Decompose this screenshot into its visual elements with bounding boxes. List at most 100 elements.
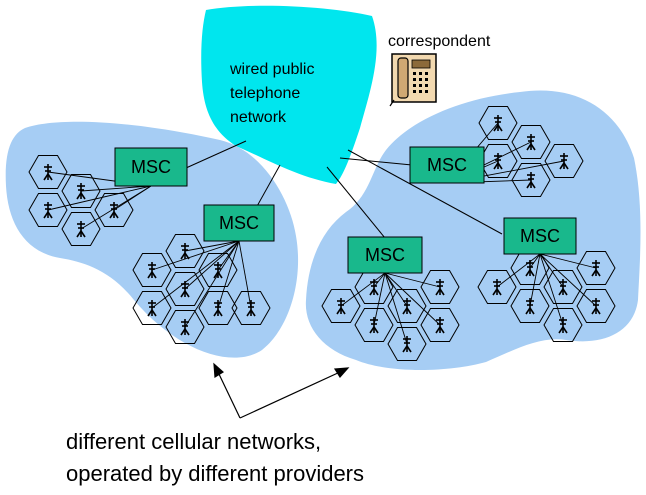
cell-tower-icon	[492, 279, 502, 296]
cell-tower-icon	[525, 298, 535, 315]
msc-box	[409, 146, 485, 184]
hexagon-cell	[198, 253, 238, 287]
cell-tower-icon	[402, 336, 412, 353]
cell-tower-icon	[493, 153, 503, 170]
msc-tower-link	[151, 240, 240, 271]
msc-tower-link	[340, 272, 386, 307]
msc-box	[114, 147, 188, 187]
cell-tower-icon	[109, 202, 119, 219]
cell-tower-icon	[147, 262, 157, 279]
hexagon-cell	[132, 291, 172, 325]
hexagon-cell	[61, 212, 101, 246]
cell-tower-icon	[402, 298, 412, 315]
caption-line-1: different cellular networks,	[66, 429, 321, 454]
msc-tower-link	[539, 253, 597, 269]
pstn-cloud	[201, 5, 377, 185]
msc-node: MSC	[409, 146, 485, 184]
msc-tower-link	[184, 240, 240, 290]
cell-towers	[43, 115, 601, 353]
cell-tower-icon	[336, 298, 346, 315]
cell-tower-icon	[591, 298, 601, 315]
hexagon-cell	[321, 289, 361, 323]
cell-tower-icon	[526, 134, 536, 151]
msc-label: MSC	[219, 213, 259, 233]
msc-tower-link	[151, 240, 240, 309]
pstn-label-line-3: network	[230, 109, 287, 126]
hexagon-cell	[544, 144, 584, 178]
caption-arrows	[213, 362, 350, 419]
hexagon-cell	[165, 310, 205, 344]
msc-tower-link	[47, 185, 152, 211]
msc-tower-link	[80, 185, 152, 192]
hexagon-cell	[94, 193, 134, 227]
msc-tower-link	[384, 272, 441, 326]
cell-tower-icon	[369, 317, 379, 334]
pstn-label-line-2: telephone	[230, 85, 300, 102]
msc-box	[347, 236, 423, 274]
hexagon-cell	[576, 289, 616, 323]
cell-tower-icon	[180, 281, 190, 298]
msc-tower-link	[373, 272, 386, 326]
cell-tower-icon	[76, 183, 86, 200]
msc-nodes: MSC MSC MSC MSC MSC	[114, 146, 577, 274]
cell-tower-icon	[591, 260, 601, 277]
msc-tower-link	[238, 240, 252, 309]
cell-tower-icon	[559, 153, 569, 170]
cell-tower-icon	[180, 319, 190, 336]
cell-tower-icon	[246, 300, 256, 317]
hexagon-cell	[28, 193, 68, 227]
msc-tower-link	[217, 240, 240, 309]
cell-tower-icon	[43, 164, 53, 181]
msc-label: MSC	[427, 155, 467, 175]
hexagon-cell	[28, 155, 68, 189]
hexagon-cell	[477, 270, 517, 304]
cell-tower-icon	[213, 262, 223, 279]
hexagon-cell	[510, 289, 550, 323]
hexagon-cell	[543, 270, 583, 304]
hexagon-cell	[165, 272, 205, 306]
hexagon-cell	[165, 234, 205, 268]
cell-tower-icon	[213, 300, 223, 317]
hexagon-cell	[420, 270, 460, 304]
msc-tower-links	[47, 122, 597, 345]
hexagon-cell	[61, 174, 101, 208]
pstn-label-line-1: wired public	[229, 61, 314, 78]
cell-tower-icon	[493, 115, 503, 132]
cell-tower-icon	[435, 317, 445, 334]
hexagon-cell	[387, 327, 427, 361]
msc-box	[503, 217, 577, 255]
cell-tower-icon	[525, 260, 535, 277]
hexagon-cell	[231, 291, 271, 325]
msc-label: MSC	[131, 157, 171, 177]
msc-tower-link	[496, 253, 541, 288]
msc-label: MSC	[520, 226, 560, 246]
cell-tower-icon	[76, 221, 86, 238]
msc-node: MSC	[347, 236, 423, 274]
hexagon-cell	[511, 163, 551, 197]
right-cellular-region	[305, 90, 641, 370]
msc-tower-link	[184, 240, 240, 252]
hexagon-cell	[420, 308, 460, 342]
cell-tower-icon	[147, 300, 157, 317]
cell-tower-icon	[435, 279, 445, 296]
msc-node: MSC	[203, 204, 275, 242]
hexagon-cell	[478, 106, 518, 140]
hexagon-cell	[543, 308, 583, 342]
hexagon-cell	[198, 291, 238, 325]
msc-label: MSC	[365, 245, 405, 265]
hexagon-cell	[511, 125, 551, 159]
msc-tower-link	[384, 272, 408, 345]
msc-tower-link	[184, 240, 240, 328]
hexagon-cell	[132, 253, 172, 287]
cell-tower-icon	[180, 243, 190, 260]
msc-tower-link	[113, 185, 152, 211]
msc-box	[203, 204, 275, 242]
cell-tower-icon	[369, 279, 379, 296]
msc-tower-link	[373, 272, 386, 288]
cell-tower-icon	[43, 202, 53, 219]
cell-tower-icon	[558, 279, 568, 296]
cell-tower-icon	[558, 317, 568, 334]
hexagon-cell	[576, 251, 616, 285]
caption-line-2: operated by different providers	[66, 461, 364, 486]
telephone-icon	[389, 53, 437, 107]
